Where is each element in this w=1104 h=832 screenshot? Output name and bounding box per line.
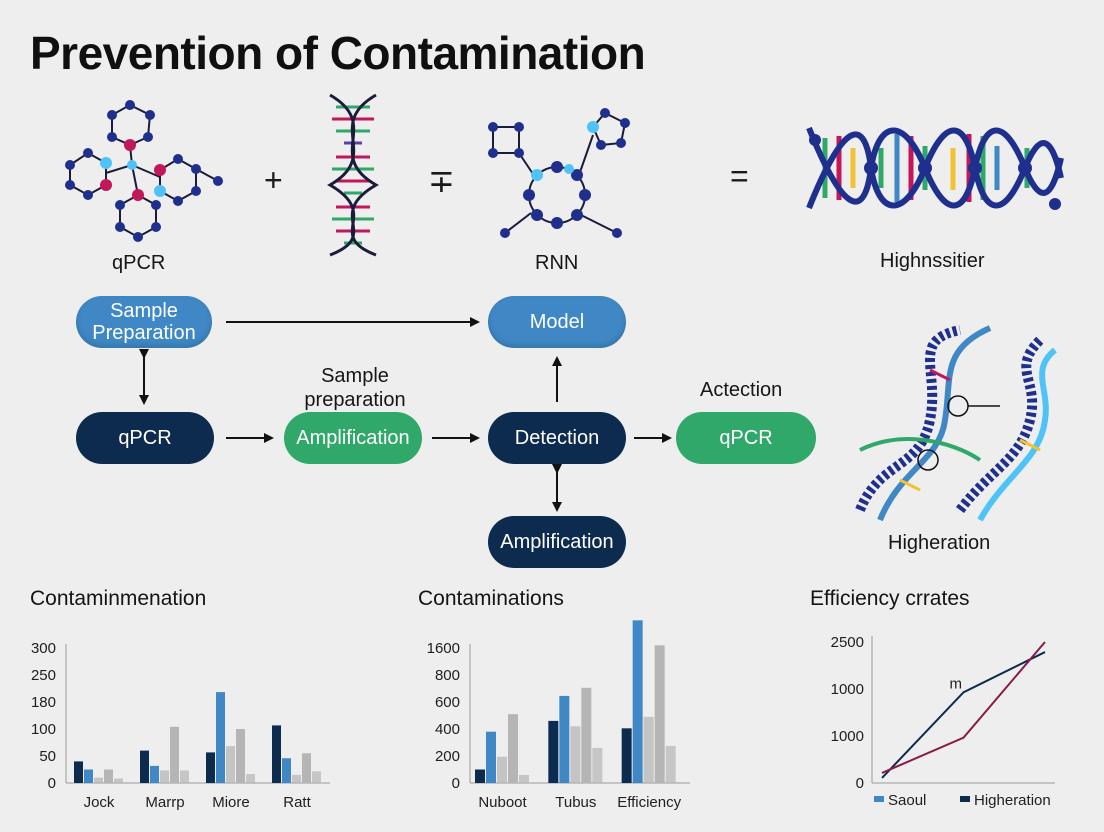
dna-helix-illustration bbox=[327, 93, 379, 257]
chart2-bar bbox=[665, 745, 676, 783]
chart2-ytick: 600 bbox=[435, 694, 460, 711]
chart3-legend-swatch bbox=[960, 796, 970, 802]
equals-operator: = bbox=[730, 158, 749, 194]
page-title: Prevention of Contamination bbox=[30, 27, 646, 79]
chart1-bar bbox=[216, 692, 225, 783]
chart1-bar bbox=[282, 758, 291, 783]
chart3-ytick: 0 bbox=[856, 775, 864, 792]
chart2-bar bbox=[592, 747, 603, 783]
chart1-ytick: 250 bbox=[31, 667, 56, 684]
chart2-ytick: 400 bbox=[435, 721, 460, 738]
result-equation-label: Highnssitier bbox=[880, 250, 985, 272]
higheration-label: Higheration bbox=[888, 532, 991, 554]
chart1-bar bbox=[292, 774, 301, 783]
chart2-category-label: Tubus bbox=[555, 794, 596, 811]
chart1-ytick: 180 bbox=[31, 694, 56, 711]
chart1-bar bbox=[74, 761, 83, 783]
chart1-bar bbox=[160, 770, 169, 783]
chart2-bar bbox=[632, 620, 643, 783]
model-node[interactable]: Model bbox=[488, 296, 626, 348]
rnn-molecule-illustration bbox=[488, 108, 630, 238]
chart1-title: Contaminmenation bbox=[30, 587, 207, 610]
minus-plus-operator: ∓ bbox=[428, 163, 455, 199]
chart1-category-label: Jock bbox=[84, 794, 115, 811]
chart3-legend-label: Saoul bbox=[888, 792, 926, 809]
amplification-bottom-node[interactable]: Amplification bbox=[488, 516, 626, 568]
chart1-bar bbox=[226, 746, 235, 783]
chart2-bar bbox=[497, 756, 507, 783]
chart1-bar bbox=[180, 770, 189, 783]
chart3-series-line bbox=[881, 651, 1046, 779]
chart1-ytick: 0 bbox=[48, 775, 56, 792]
chart1-category-label: Ratt bbox=[283, 794, 311, 811]
chart1-ytick: 100 bbox=[31, 721, 56, 738]
chart2-bar bbox=[548, 720, 559, 783]
chart1-bar bbox=[140, 750, 149, 783]
qpcr-equation-label: qPCR bbox=[112, 252, 166, 274]
chart2-ytick: 0 bbox=[452, 775, 460, 792]
chart3-ytick: 1000 bbox=[831, 728, 864, 745]
chart1-category-label: Miore bbox=[212, 794, 250, 811]
chart2-bar bbox=[508, 714, 518, 783]
double-helix-result-illustration bbox=[806, 126, 1064, 210]
plus-operator: + bbox=[264, 162, 283, 198]
chart2-bar bbox=[475, 769, 485, 783]
chart3-ytick: 2500 bbox=[831, 634, 864, 651]
chart2-bar bbox=[519, 774, 529, 783]
chart3-legend-swatch bbox=[874, 796, 884, 802]
chart1-bar bbox=[246, 774, 255, 783]
qpcr-output-node[interactable]: qPCR bbox=[676, 412, 816, 464]
chart2-ytick: 1600 bbox=[427, 640, 460, 657]
chart1-category-label: Marrp bbox=[145, 794, 184, 811]
chart1-bar bbox=[236, 729, 245, 783]
chart1-bar bbox=[272, 725, 281, 783]
chart1-bar bbox=[94, 777, 103, 783]
chart1-ytick: 50 bbox=[39, 748, 56, 765]
chart2-bar bbox=[643, 716, 654, 783]
chart1-bar bbox=[84, 769, 93, 783]
actection-caption: Actection bbox=[700, 379, 783, 401]
chart2-bar bbox=[621, 728, 632, 783]
sample-preparation-caption: Sample preparation bbox=[304, 365, 406, 411]
chart3-title: Efficiency crrates bbox=[810, 587, 970, 610]
chart1-bar bbox=[302, 753, 311, 783]
chart1-bar bbox=[206, 752, 215, 783]
chart1-bar bbox=[104, 769, 113, 783]
chart2-title: Contaminations bbox=[418, 587, 564, 610]
chart1-ytick: 300 bbox=[31, 640, 56, 657]
chart2-bar bbox=[570, 726, 581, 783]
chart2-bar bbox=[486, 731, 496, 783]
chart2-bar bbox=[654, 645, 665, 783]
tangled-dna-illustration bbox=[855, 325, 1058, 522]
chart1-bar bbox=[170, 726, 179, 783]
chart3-annotation: m bbox=[950, 675, 963, 692]
chart1-bar bbox=[312, 771, 321, 783]
chart1-bar bbox=[114, 778, 123, 783]
rnn-equation-label: RNN bbox=[535, 252, 579, 274]
chart2-ytick: 200 bbox=[435, 748, 460, 765]
chart2-bar bbox=[581, 687, 592, 783]
detection-node[interactable]: Detection bbox=[488, 412, 626, 464]
sample-preparation-node[interactable]: Sample Preparation bbox=[76, 296, 212, 348]
qpcr-node[interactable]: qPCR bbox=[76, 412, 214, 464]
chart2-category-label: Nuboot bbox=[478, 794, 527, 811]
chart1-bar bbox=[150, 765, 159, 783]
chart3-ytick: 1000 bbox=[831, 681, 864, 698]
chart3-legend-label: Higheration bbox=[974, 792, 1051, 809]
amplification-node[interactable]: Amplification bbox=[284, 412, 422, 464]
chart2-bar bbox=[559, 695, 570, 783]
chart2-category-label: Efficiency bbox=[617, 794, 681, 811]
qpcr-molecule-illustration bbox=[65, 100, 223, 242]
chart2-ytick: 800 bbox=[435, 667, 460, 684]
chart3-series-line bbox=[881, 641, 1046, 774]
